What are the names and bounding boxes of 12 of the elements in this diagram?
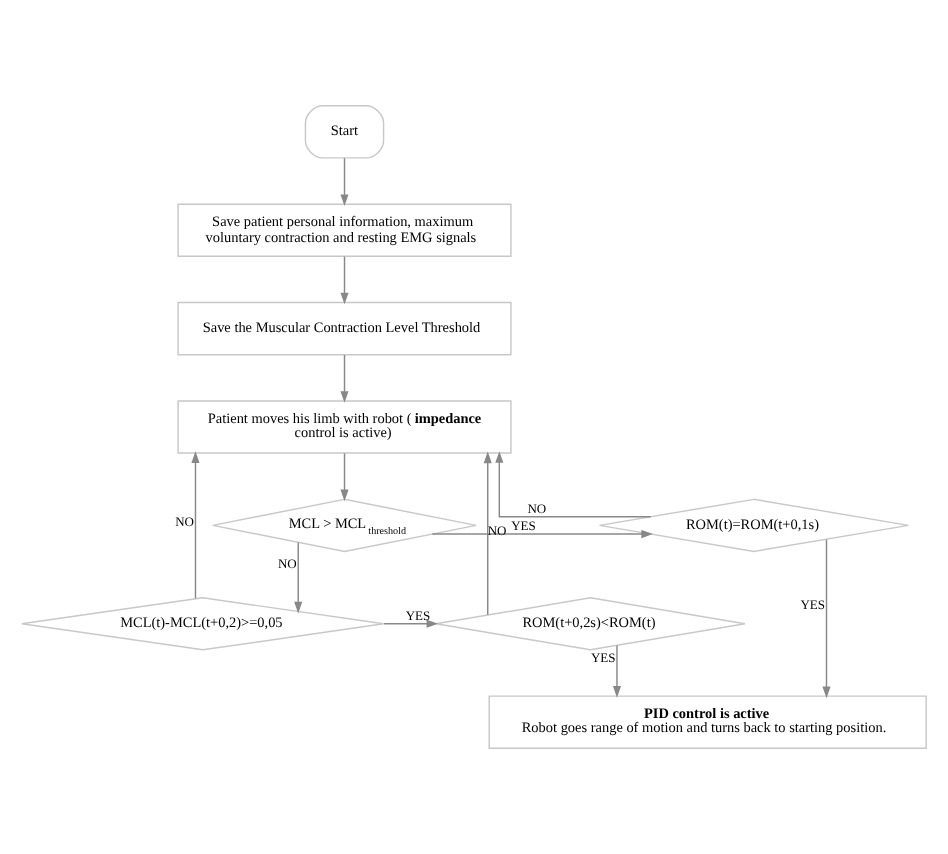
arrow <box>294 541 303 614</box>
arrow <box>191 451 200 600</box>
arrow <box>612 644 622 698</box>
arrow <box>822 538 831 699</box>
arrow <box>383 619 439 628</box>
arrow <box>340 354 349 403</box>
arrow <box>340 255 349 305</box>
arrow <box>495 451 652 518</box>
arrow <box>431 530 653 539</box>
arrow <box>483 451 492 616</box>
arrow <box>340 157 349 206</box>
arrow <box>340 452 349 502</box>
